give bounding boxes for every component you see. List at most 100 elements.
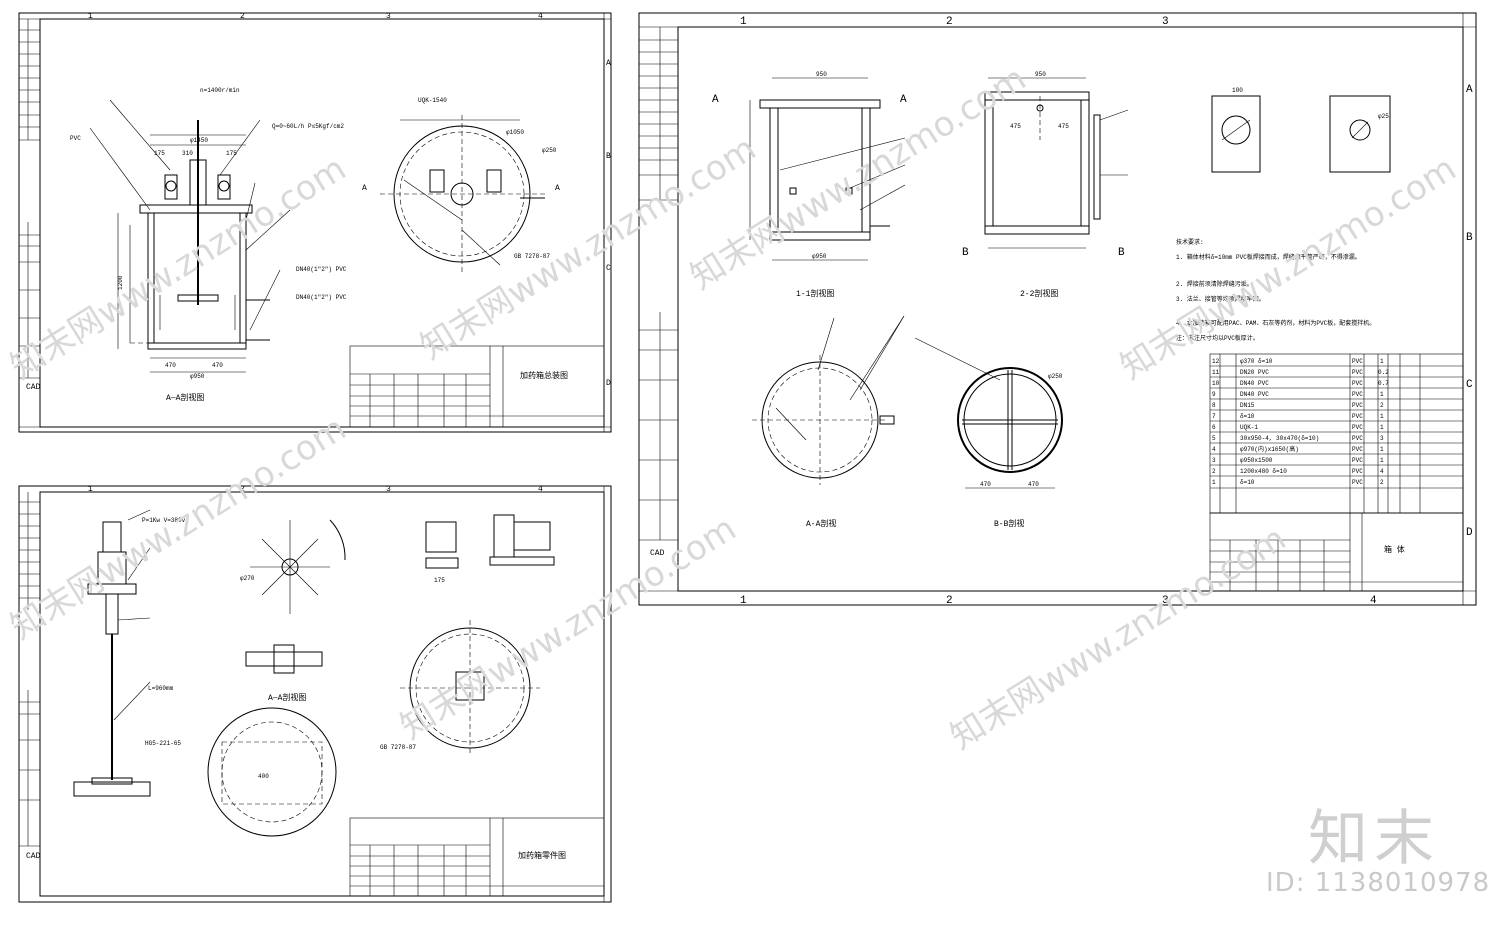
- row-c: C: [1466, 379, 1473, 391]
- tech-note-3: 3. 法兰、接管等均须焊接牢固。: [1176, 295, 1265, 303]
- cover-plan-view: [207, 620, 540, 837]
- view-2-2: 2-2剖视图: [1020, 288, 1058, 299]
- sheet-title-1: 加药箱总装图: [520, 370, 568, 381]
- bom-qty: 0.2: [1378, 369, 1389, 376]
- bom-mat: PVC: [1352, 402, 1363, 409]
- bom-no: 12: [1212, 358, 1220, 365]
- title-block-2: [349, 817, 605, 897]
- row-d: D: [1466, 527, 1473, 539]
- col-2-bottom: 2: [946, 595, 953, 607]
- watermark-text: 知末网www.znzmo.com: [4, 409, 353, 648]
- svg-text:1: 1: [88, 485, 93, 494]
- bom-mat: PVC: [1352, 468, 1363, 475]
- tech-note-4: 4. 本加药箱可配用PAC、PAM、石灰等药剂，材料为PVC板，配套搅拌机。: [1176, 319, 1375, 327]
- bom-mat: PVC: [1352, 424, 1363, 431]
- bom-qty: 3: [1380, 435, 1384, 442]
- section-aa-plan: [752, 315, 905, 485]
- watermark-text: 知末网www.znzmo.com: [1114, 149, 1463, 388]
- bom-qty: 2: [1380, 479, 1384, 486]
- sheet-bottom-left: CAD 1 2 3 4 P=1Kw V=380v L=960mm HG5-221…: [18, 485, 612, 903]
- svg-text:D: D: [606, 379, 611, 388]
- gauge-note-2: GB 7278-87: [380, 744, 416, 751]
- sheet-right: CAD 1 2 3 1 2 3 4 A B C D 950 φ950 1-: [638, 12, 1477, 607]
- title-block-1: [349, 345, 605, 428]
- svg-text:3: 3: [386, 12, 391, 21]
- svg-text:A: A: [900, 94, 907, 106]
- pump-drawing: [425, 514, 555, 569]
- section-bb-plan: [914, 337, 1063, 489]
- bom-no: 11: [1212, 369, 1220, 376]
- bom-mat: PVC: [1352, 479, 1363, 486]
- sheet-title-2: 加药箱零件图: [518, 850, 566, 861]
- std-note: HG5-221-65: [145, 740, 181, 747]
- cad-tag-2: CAD: [26, 852, 41, 861]
- col-1-top: 1: [740, 16, 747, 28]
- bom-qty: 1: [1380, 358, 1384, 365]
- bom-no: 7: [1212, 413, 1216, 420]
- bom-no: 5: [1212, 435, 1216, 442]
- dim-470a-bb: 470: [980, 481, 991, 488]
- brand-logo: 知末: [1308, 804, 1440, 874]
- bom-rows: 12 φ370 δ=10 PVC 1 11 DN20 PVC PVC 0.2 1…: [1212, 358, 1389, 486]
- bom-name: 30x950-4, 30x470(δ=10): [1240, 435, 1319, 442]
- row-b: B: [1466, 232, 1473, 244]
- dim-100: 100: [1232, 87, 1243, 94]
- section-1-1: [749, 77, 906, 261]
- svg-text:2: 2: [240, 485, 245, 494]
- bom-no: 9: [1212, 391, 1216, 398]
- shaft-spec: L=960mm: [148, 685, 174, 692]
- pvc-note: PVC: [70, 135, 81, 142]
- tank-section-view: [89, 99, 291, 373]
- bom-mat: PVC: [1352, 391, 1363, 398]
- bom-name: 1200x480 δ=10: [1240, 468, 1287, 475]
- tech-note-1: 1. 箱体材料δ=10mm PVC板焊接而成，焊缝须平整严密，不得渗漏。: [1176, 253, 1361, 261]
- bom-name: UQK-1: [1240, 424, 1258, 431]
- pipe-label-2: DN40(1"2") PVC: [296, 294, 347, 301]
- dim-950-22: 950: [1035, 71, 1046, 78]
- section-a-left: A: [362, 184, 367, 193]
- tank-plan-view: [380, 115, 548, 272]
- svg-text:B: B: [1118, 247, 1125, 259]
- svg-text:A: A: [712, 94, 719, 106]
- col-2-top: 2: [946, 16, 953, 28]
- bom-name: φ370 δ=10: [1240, 358, 1273, 365]
- dim-310: 310: [182, 150, 193, 157]
- motor-note-1: n=1400r/min: [200, 87, 240, 94]
- sheet-title-3: 箱 体: [1384, 544, 1405, 555]
- bom-name: δ=10: [1240, 413, 1255, 420]
- svg-text:B: B: [606, 152, 611, 161]
- bom-mat: PVC: [1352, 358, 1363, 365]
- dim-175b: 175: [226, 150, 237, 157]
- dim-950-top: 950: [816, 71, 827, 78]
- watermark-text: 知末网www.znzmo.com: [944, 519, 1293, 758]
- dim-250-bb: φ250: [1048, 373, 1063, 380]
- dim-25: φ25: [1378, 113, 1389, 120]
- bom-qty: 4: [1380, 468, 1384, 475]
- view-label-aa-2: A—A剖视图: [268, 692, 306, 703]
- bom-no: 4: [1212, 446, 1216, 453]
- cad-tag-1: CAD: [26, 383, 41, 392]
- row-a: A: [1466, 84, 1473, 96]
- dim-470b: 470: [212, 362, 223, 369]
- bom-no: 1: [1212, 479, 1216, 486]
- bom-name: φ970(内)x1650(高): [1240, 445, 1299, 453]
- bom-mat: PVC: [1352, 457, 1363, 464]
- svg-text:3: 3: [386, 485, 391, 494]
- detail-view-1: [1211, 95, 1391, 173]
- bom-qty: 1: [1380, 413, 1384, 420]
- bom-name: φ950x1500: [1240, 457, 1273, 464]
- bom-qty: 2: [1380, 402, 1384, 409]
- pipe-label-1: DN40(1"2") PVC: [296, 266, 347, 273]
- bom-no: 3: [1212, 457, 1216, 464]
- pump-note: Q=0~60L/h P≤5Kgf/cm2: [272, 123, 344, 130]
- title-block-3: [1209, 512, 1464, 592]
- sheet-top-left: CAD A B C D 1 2 3 4: [18, 12, 612, 433]
- dim-950-bot: φ950: [812, 253, 827, 260]
- view-label-aa-1: A—A剖视图: [166, 392, 204, 403]
- cad-tag-3: CAD: [650, 549, 665, 558]
- section-a-right: A: [555, 184, 560, 193]
- dim-475a: 475: [1010, 123, 1021, 130]
- bom-mat: PVC: [1352, 413, 1363, 420]
- view-1-1: 1-1剖视图: [796, 288, 834, 299]
- bom-mat: PVC: [1352, 369, 1363, 376]
